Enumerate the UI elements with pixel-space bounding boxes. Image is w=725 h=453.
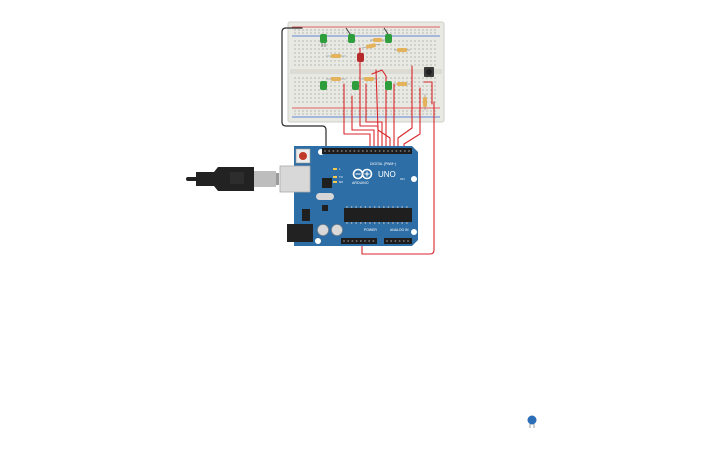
green-led-5[interactable] [352, 81, 359, 90]
mounting-hole [411, 229, 417, 235]
leds [320, 27, 392, 90]
board-capacitor [331, 224, 343, 236]
ceramic-capacitor[interactable] [527, 415, 537, 429]
power-header-label: POWER [364, 228, 377, 232]
mounting-hole [315, 238, 321, 244]
green-led-3[interactable] [383, 27, 392, 43]
uno-label: UNO [378, 170, 396, 179]
crystal [316, 193, 334, 200]
led-tx-indicator [333, 176, 337, 178]
analog-header[interactable] [384, 238, 412, 244]
red-wire-6[interactable] [375, 69, 391, 151]
board-capacitor [317, 224, 329, 236]
led-rx-label: RX [339, 180, 343, 184]
breadboard[interactable] [287, 21, 445, 123]
resistor-4[interactable] [326, 77, 346, 81]
resistor-2[interactable] [361, 43, 381, 49]
red-wire-3[interactable] [359, 47, 379, 151]
breadboard-center-channel [290, 69, 442, 74]
red-led[interactable] [357, 53, 364, 62]
wires [281, 27, 435, 255]
black-ground-wire[interactable] [281, 27, 327, 151]
arduino-board[interactable]: UNO ARDUINO DIGITAL (PWM~) POWER ANALOG … [279, 146, 418, 246]
mounting-hole [411, 176, 417, 182]
led-l-label: L [339, 167, 341, 171]
resistor-3[interactable] [394, 48, 410, 52]
digital-pins [324, 150, 410, 152]
resistor-5[interactable] [360, 77, 378, 81]
digital-header-label: DIGITAL (PWM~) [370, 162, 396, 166]
usb-cable[interactable] [186, 167, 279, 191]
arduino-logo [352, 168, 373, 180]
red-power-wire[interactable] [361, 101, 435, 255]
on-label: ON [400, 177, 405, 181]
resistor-6[interactable] [394, 82, 412, 86]
atmega-chip [344, 206, 412, 224]
analog-header-label: ANALOG IN [390, 228, 409, 232]
led-l-indicator [333, 168, 337, 170]
green-led-6[interactable] [385, 81, 392, 90]
red-wire-button[interactable] [423, 81, 433, 105]
green-led-4[interactable] [320, 81, 327, 90]
arduino-label: ARDUINO [352, 181, 369, 185]
red-wire-1[interactable] [343, 83, 371, 151]
red-wire-2[interactable] [351, 95, 375, 151]
usb-controller-chip [322, 178, 332, 188]
pushbutton[interactable] [424, 67, 434, 77]
reset-button[interactable] [295, 148, 311, 164]
led-tx-label: TX [339, 175, 343, 179]
resistor-8[interactable] [370, 38, 386, 42]
resistor-1[interactable] [326, 54, 346, 58]
green-led-2[interactable] [345, 27, 355, 43]
resistors [326, 38, 427, 110]
power-header[interactable] [341, 238, 377, 244]
usb-jack[interactable] [279, 165, 311, 193]
dc-power-jack[interactable] [287, 224, 313, 242]
voltage-regulator [302, 209, 310, 221]
red-wire-4[interactable] [365, 83, 383, 151]
bottom-pins [343, 240, 409, 242]
led-rx-indicator [333, 181, 337, 183]
red-wire-8[interactable] [397, 65, 413, 151]
green-led-1[interactable] [320, 34, 327, 47]
small-chip [322, 205, 328, 211]
resistor-7[interactable] [423, 94, 427, 110]
red-wire-5[interactable] [371, 69, 387, 151]
